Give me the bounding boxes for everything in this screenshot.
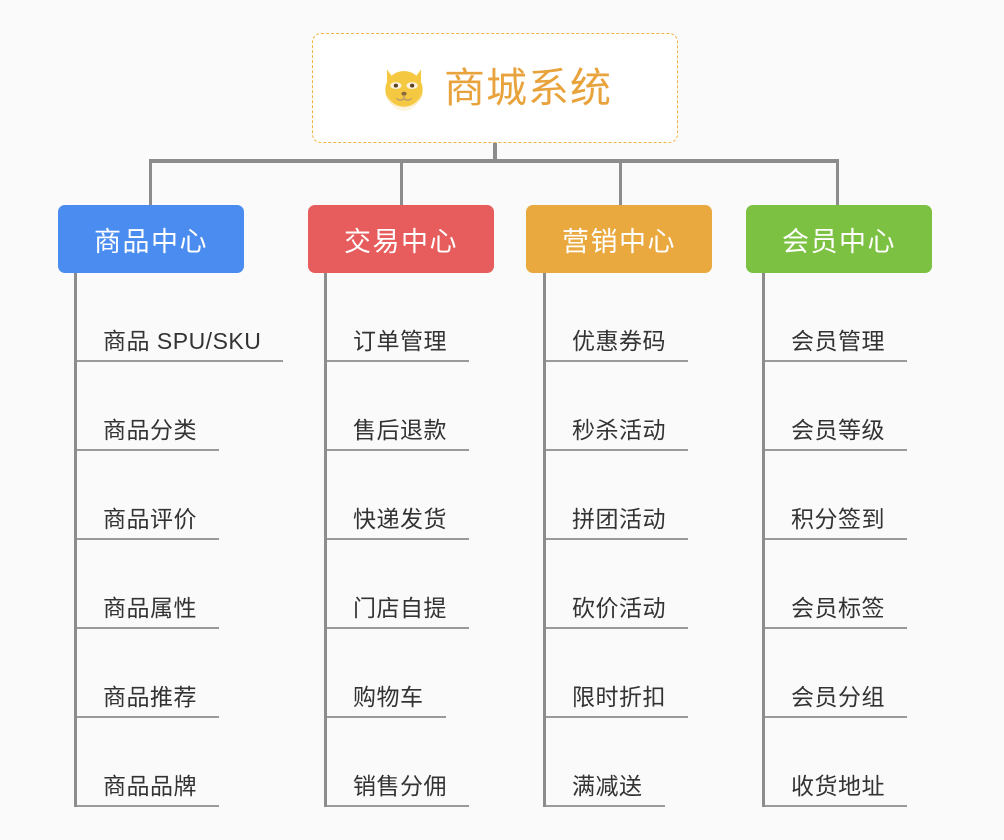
leaf-item[interactable]: 商品分类	[77, 362, 219, 451]
leaf-spine	[762, 273, 765, 807]
leaf-item[interactable]: 收货地址	[765, 718, 907, 807]
leaf-item-label: 门店自提	[353, 594, 447, 621]
category-label: 会员中心	[782, 226, 896, 257]
leaf-item[interactable]: 秒杀活动	[546, 362, 688, 451]
root-node-商城系统[interactable]: 商城系统	[312, 33, 678, 143]
category-label: 交易中心	[344, 226, 458, 257]
leaf-item[interactable]: 购物车	[327, 629, 446, 718]
leaf-item-label: 满减送	[572, 772, 643, 799]
leaf-item-label: 购物车	[353, 683, 424, 710]
connector-drop-4	[836, 159, 839, 207]
category-label: 商品中心	[94, 226, 208, 257]
leaf-item-label: 秒杀活动	[572, 416, 666, 443]
category-box-会员中心[interactable]: 会员中心	[746, 205, 932, 273]
leaf-item-label: 积分签到	[791, 505, 885, 532]
leaf-item[interactable]: 满减送	[546, 718, 665, 807]
leaf-item[interactable]: 售后退款	[327, 362, 469, 451]
leaf-item[interactable]: 商品 SPU/SKU	[77, 273, 284, 362]
leaf-item-label: 商品分类	[103, 416, 197, 443]
leaf-item-label: 商品品牌	[103, 772, 197, 799]
leaf-item-label: 销售分佣	[353, 772, 447, 799]
leaf-item-label: 收货地址	[791, 772, 885, 799]
leaf-item[interactable]: 优惠券码	[546, 273, 688, 362]
leaf-item[interactable]: 商品品牌	[77, 718, 219, 807]
leaf-item[interactable]: 会员分组	[765, 629, 907, 718]
leaf-item-label: 订单管理	[353, 327, 447, 354]
leaf-item-label: 会员等级	[791, 416, 885, 443]
leaf-item[interactable]: 砍价活动	[546, 540, 688, 629]
leaf-item[interactable]: 门店自提	[327, 540, 469, 629]
leaf-item[interactable]: 订单管理	[327, 273, 469, 362]
leaf-item[interactable]: 快递发货	[327, 451, 469, 540]
leaf-item-label: 商品评价	[103, 505, 197, 532]
leaf-item[interactable]: 积分签到	[765, 451, 907, 540]
leaf-item[interactable]: 商品评价	[77, 451, 219, 540]
connector-drop-3	[619, 159, 622, 207]
leaf-item-label: 会员分组	[791, 683, 885, 710]
connector-root-trunk	[493, 143, 497, 162]
category-label: 营销中心	[562, 226, 676, 257]
leaf-item-label: 优惠券码	[572, 327, 666, 354]
leaf-item[interactable]: 销售分佣	[327, 718, 469, 807]
leaf-item-label: 售后退款	[353, 416, 447, 443]
leaf-item[interactable]: 商品属性	[77, 540, 219, 629]
leaf-spine	[543, 273, 546, 807]
leaf-item[interactable]: 限时折扣	[546, 629, 688, 718]
leaf-item-label: 商品 SPU/SKU	[103, 327, 262, 354]
connector-drop-2	[400, 159, 403, 207]
category-box-商品中心[interactable]: 商品中心	[58, 205, 244, 273]
connector-bus	[149, 159, 839, 163]
leaf-item-label: 快递发货	[353, 505, 447, 532]
category-box-营销中心[interactable]: 营销中心	[526, 205, 712, 273]
leaf-item-label: 拼团活动	[572, 505, 666, 532]
leaf-item-label: 限时折扣	[572, 683, 666, 710]
shiba-dog-face-icon	[385, 69, 423, 111]
leaf-item-label: 砍价活动	[572, 594, 666, 621]
leaf-item[interactable]: 会员标签	[765, 540, 907, 629]
leaf-item-label: 会员标签	[791, 594, 885, 621]
category-box-交易中心[interactable]: 交易中心	[308, 205, 494, 273]
leaf-item-label: 会员管理	[791, 327, 885, 354]
leaf-spine	[74, 273, 77, 807]
connector-drop-1	[149, 159, 152, 207]
leaf-item[interactable]: 商品推荐	[77, 629, 219, 718]
leaf-item[interactable]: 拼团活动	[546, 451, 688, 540]
leaf-item[interactable]: 会员等级	[765, 362, 907, 451]
root-title: 商城系统	[444, 64, 612, 111]
leaf-spine	[324, 273, 327, 807]
leaf-item-label: 商品推荐	[103, 683, 197, 710]
leaf-item[interactable]: 会员管理	[765, 273, 907, 362]
leaf-item-label: 商品属性	[103, 594, 197, 621]
